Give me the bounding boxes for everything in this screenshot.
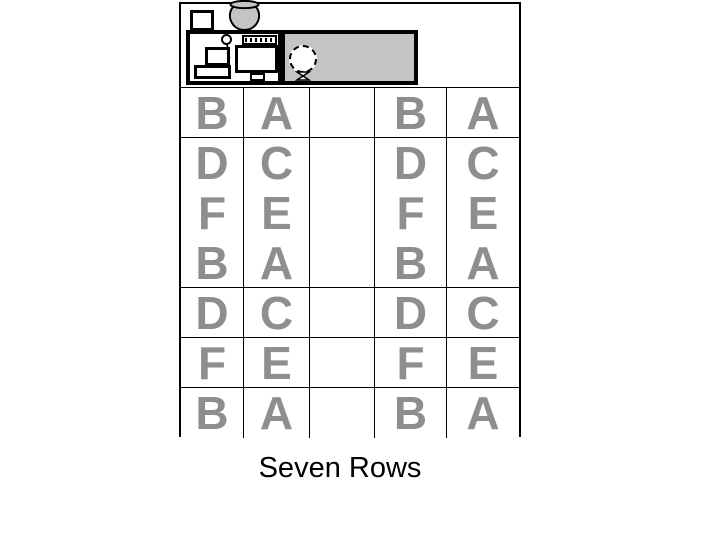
panel-divider — [278, 34, 285, 81]
grid-cell: A — [466, 387, 500, 439]
balloon-icon — [289, 45, 317, 73]
grid-cell: F — [375, 188, 447, 238]
grid-cell: C — [466, 137, 500, 189]
balloon-knot-icon — [295, 71, 311, 81]
square-shape — [190, 10, 214, 31]
grid-cell: B — [181, 388, 244, 438]
grid-cell: A — [244, 88, 310, 138]
grid-cell — [310, 388, 375, 438]
grid-cell: A — [447, 88, 519, 138]
mouse-icon — [221, 34, 232, 45]
grid-cell: E — [467, 187, 499, 239]
keyboard-keys — [245, 38, 274, 42]
keyboard-icon — [242, 35, 277, 45]
grid-cell: A — [447, 238, 519, 288]
grid-cell — [310, 338, 375, 388]
grid-cell: D — [181, 138, 244, 188]
grid-cell: C — [447, 288, 519, 338]
grid-cell: A — [244, 388, 310, 438]
mouse-cable-icon — [226, 43, 231, 60]
grid-cell: E — [447, 338, 519, 388]
grid-cell: B — [181, 238, 244, 288]
grid-cell — [310, 238, 375, 288]
grid-cell: B — [375, 88, 447, 138]
grid-cell: B — [181, 88, 244, 138]
grid-cell — [310, 288, 375, 338]
grid-cell: B — [375, 238, 447, 288]
grid-cell: D — [375, 288, 447, 338]
monitor-icon — [235, 45, 278, 73]
grid-cell — [310, 188, 375, 238]
grid-cell: A — [244, 238, 310, 288]
grid-cell: F — [375, 338, 447, 388]
grid-cell: E — [244, 188, 310, 238]
printer-icon — [194, 65, 231, 79]
grid-cell: E — [244, 338, 310, 388]
grid-cell: C — [244, 138, 310, 188]
grid-cell: F — [181, 188, 244, 238]
grid-cell — [310, 88, 375, 138]
caption: Seven Rows — [258, 452, 422, 484]
grid-cell: D — [375, 138, 447, 188]
monitor-stand-icon — [250, 73, 265, 81]
grid-cell — [310, 138, 375, 188]
grid-cell: F — [181, 338, 244, 388]
grid-cell: C — [244, 288, 310, 338]
grid-cell: D — [181, 288, 244, 338]
toolbar-panel — [186, 30, 418, 85]
pot-icon — [228, 0, 261, 31]
grid-cell: B — [375, 388, 447, 438]
